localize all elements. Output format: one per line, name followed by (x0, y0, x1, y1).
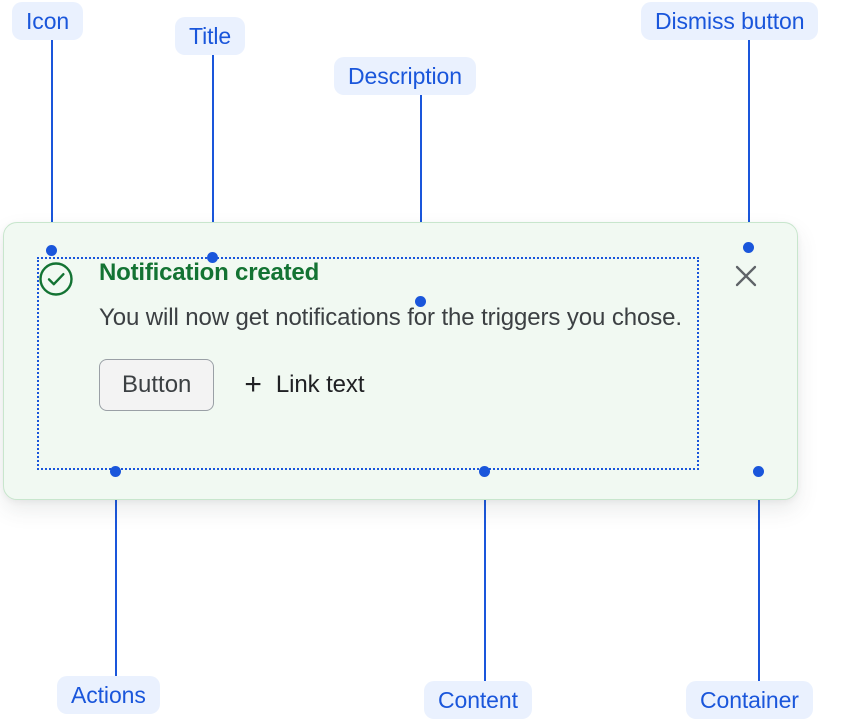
notification-actions: Button + Link text (99, 359, 699, 411)
annotation-label-dismiss-button: Dismiss button (641, 2, 819, 40)
annotation-label-description-text: Description (348, 62, 462, 89)
annotation-label-title-text: Title (189, 22, 232, 49)
connector-line-actions (115, 471, 117, 676)
connector-line-content (484, 471, 486, 681)
connector-dot-container (753, 466, 764, 477)
annotation-label-content: Content (424, 681, 532, 719)
plus-icon: + (244, 368, 262, 401)
close-icon (733, 263, 759, 294)
notification-container: Notification created You will now get no… (3, 222, 798, 500)
connector-dot-content (479, 466, 490, 477)
notification-text-column: Notification created You will now get no… (74, 257, 699, 411)
notification-title: Notification created (99, 259, 320, 286)
connector-line-dismiss (748, 39, 750, 247)
connector-dot-dismiss (743, 242, 754, 253)
dismiss-button[interactable] (731, 263, 761, 293)
notification-content: Notification created You will now get no… (37, 257, 699, 470)
action-link[interactable]: + Link text (244, 370, 364, 400)
connector-line-description (420, 95, 422, 301)
action-link-label: Link text (275, 371, 365, 398)
annotation-label-description: Description (334, 57, 476, 95)
connector-line-title (212, 55, 214, 258)
connector-line-icon (51, 38, 53, 252)
connector-dot-actions (110, 466, 121, 477)
content-highlight-box (37, 257, 699, 470)
notification-description: You will now get notifications for the t… (99, 304, 682, 331)
connector-dot-title (207, 252, 218, 263)
annotation-label-icon-text: Icon (26, 7, 70, 34)
connector-dot-description (415, 296, 426, 307)
annotation-label-content-text: Content (438, 686, 518, 713)
annotation-label-container-text: Container (700, 686, 799, 713)
annotation-label-title: Title (175, 17, 246, 55)
action-button[interactable]: Button (99, 359, 215, 411)
annotation-label-icon: Icon (12, 2, 84, 40)
connector-line-container (758, 471, 760, 681)
check-circle-icon (38, 261, 74, 297)
connector-dot-icon (46, 245, 57, 256)
annotation-label-actions-text: Actions (71, 681, 146, 708)
annotation-label-dismiss-button-text: Dismiss button (655, 7, 805, 34)
annotation-label-actions: Actions (57, 676, 160, 714)
annotation-label-container: Container (686, 681, 813, 719)
